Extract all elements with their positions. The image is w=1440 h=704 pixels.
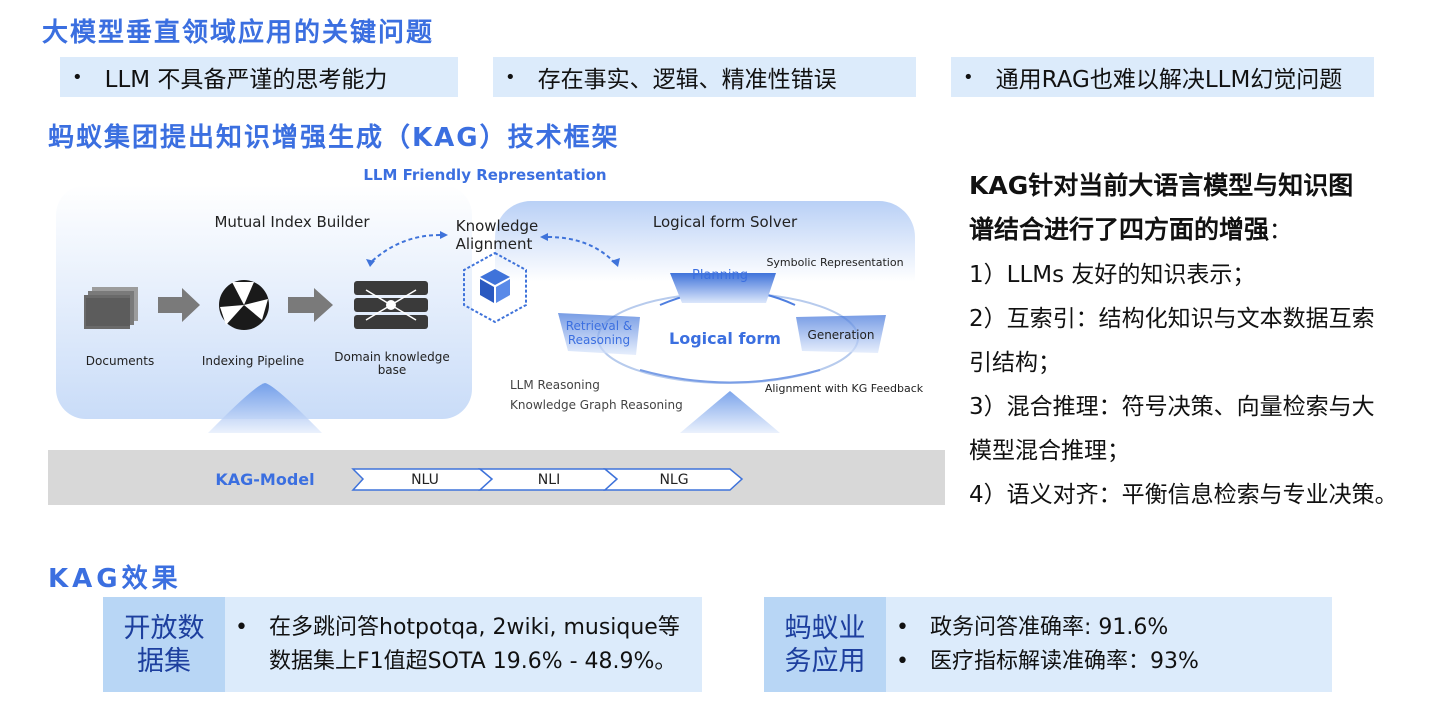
arrow-head xyxy=(366,259,375,267)
issue-text: 通用RAG也难以解决LLM幻觉问题 xyxy=(995,67,1343,93)
solver-label: Logical form Solver xyxy=(653,213,798,231)
result-text: 政务问答准确率: 91.6% xyxy=(930,615,1169,640)
kag-desc-line: 模型混合推理； xyxy=(969,438,1130,464)
arrow-head xyxy=(440,231,448,239)
result-body: • 政务问答准确率: 91.6% • 医疗指标解读准确率：93% xyxy=(886,597,1199,692)
dashed-arrow-right xyxy=(547,236,616,264)
issue-text: LLM 不具备严谨的思考能力 xyxy=(104,67,388,93)
bullet: • xyxy=(505,66,516,88)
result-label-line: 务应用 xyxy=(784,645,866,677)
logical-form-label: Logical form xyxy=(669,329,781,348)
kag-desc-line: 3）混合推理：符号决策、向量检索与大 xyxy=(969,394,1375,420)
kag-desc-heading: KAG针对当前大语言模型与知识图 xyxy=(969,171,1354,200)
result-line: • 政务问答准确率: 91.6% xyxy=(896,611,1199,645)
flow-arrow-icon xyxy=(158,288,200,322)
issue-box-2: • 存在事实、逻辑、精准性错误 xyxy=(493,57,916,97)
left-cone xyxy=(208,383,322,433)
kag-desc-heading: 谱结合进行了四方面的增强： xyxy=(969,208,1419,253)
kag-desc-colon: ： xyxy=(1269,218,1293,244)
kag-desc-heading-2: 谱结合进行了四方面的增强 xyxy=(969,215,1270,244)
mutual-index-label: Mutual Index Builder xyxy=(214,213,370,231)
documents-label: Documents xyxy=(86,354,154,368)
bullet: • xyxy=(896,649,909,674)
nlg-label: NLG xyxy=(659,472,688,488)
kag-desc-line: 4）语义对齐：平衡信息检索与专业决策。 xyxy=(969,482,1398,508)
retrieval-label: Retrieval & xyxy=(566,319,633,333)
chevron-nli: NLI xyxy=(477,468,619,491)
alignment-kg-label: Alignment with KG Feedback xyxy=(765,382,924,395)
planning-label: Planning xyxy=(692,268,748,283)
kg-reasoning-label: Knowledge Graph Reasoning xyxy=(510,398,683,412)
arrow-head xyxy=(540,233,548,241)
cube-icon xyxy=(463,251,527,324)
bullet: • xyxy=(896,615,909,640)
chevron-nlg: NLG xyxy=(602,468,744,491)
kag-framework-diagram: LLM Friendly Representation Mutual Index… xyxy=(48,166,945,505)
result-box-open-datasets: 开放数 据集 • 在多跳问答hotpotqa, 2wiki, musique等 … xyxy=(103,597,702,692)
domain-kb-label: Domain knowledge xyxy=(334,350,449,364)
indexing-pipeline-label: Indexing Pipeline xyxy=(202,354,304,368)
result-box-ant-business: 蚂蚁业 务应用 • 政务问答准确率: 91.6% • 医疗指标解读准确率：93% xyxy=(764,597,1332,692)
symbolic-rep-label: Symbolic Representation xyxy=(766,256,903,269)
kag-description: KAG针对当前大语言模型与知识图 谱结合进行了四方面的增强： 1）LLMs 友好… xyxy=(969,164,1419,517)
result-text: 数据集上F1值超SOTA 19.6% - 48.9%。 xyxy=(269,649,677,674)
generation-label: Generation xyxy=(808,328,875,342)
chevron-nlu: NLU xyxy=(351,468,494,491)
kag-desc-line: 1）LLMs 友好的知识表示； xyxy=(969,262,1256,288)
kag-model-label: KAG-Model xyxy=(215,470,314,489)
issue-box-3: • 通用RAG也难以解决LLM幻觉问题 xyxy=(951,57,1374,97)
retrieval-label: Reasoning xyxy=(568,333,630,347)
nlu-label: NLU xyxy=(411,472,439,488)
knowledge-alignment-label: Alignment xyxy=(456,235,533,253)
arrow-head xyxy=(611,258,620,267)
bullet xyxy=(235,645,269,679)
kag-desc-line: 2）互索引：结构化知识与文本数据互索 xyxy=(969,306,1375,332)
issues-heading: 大模型垂直领域应用的关键问题 xyxy=(42,18,435,48)
issue-box-1: • LLM 不具备严谨的思考能力 xyxy=(60,57,458,97)
result-label-line: 蚂蚁业 xyxy=(784,612,866,644)
result-text: 在多跳问答hotpotqa, 2wiki, musique等 xyxy=(269,615,680,640)
dashed-arrow-left xyxy=(369,234,441,264)
result-label-line: 开放数 xyxy=(123,612,205,644)
result-line: • 医疗指标解读准确率：93% xyxy=(896,645,1199,679)
result-body: • 在多跳问答hotpotqa, 2wiki, musique等 数据集上F1值… xyxy=(225,597,680,692)
llm-friendly-label: LLM Friendly Representation xyxy=(363,166,606,184)
kag-framework-heading: 蚂蚁集团提出知识增强生成（KAG）技术框架 xyxy=(48,123,620,153)
kag-effect-heading: KAG效果 xyxy=(48,564,182,594)
indexing-pipeline-icon xyxy=(219,280,269,330)
right-cone xyxy=(680,391,780,433)
bullet: • xyxy=(72,66,83,88)
bullet: • xyxy=(963,66,974,88)
knowledge-alignment-label: Knowledge xyxy=(456,217,538,235)
domain-kb-label: base xyxy=(378,363,407,377)
result-line: 数据集上F1值超SOTA 19.6% - 48.9%。 xyxy=(235,645,680,679)
planning-block xyxy=(670,273,776,303)
result-label-line: 据集 xyxy=(137,645,191,677)
result-label: 开放数 据集 xyxy=(103,597,225,692)
bullet: • xyxy=(235,615,248,640)
result-label: 蚂蚁业 务应用 xyxy=(764,597,886,692)
flow-arrow-icon xyxy=(288,288,333,322)
kag-desc-line: 引结构； xyxy=(969,350,1061,376)
retrieval-block xyxy=(558,313,640,355)
documents-icon xyxy=(84,287,138,329)
nli-label: NLI xyxy=(538,472,560,488)
llm-reasoning-label: LLM Reasoning xyxy=(510,378,600,392)
result-line: • 在多跳问答hotpotqa, 2wiki, musique等 xyxy=(235,611,680,645)
result-text: 医疗指标解读准确率：93% xyxy=(930,649,1199,674)
generation-block xyxy=(796,315,886,353)
database-icon xyxy=(354,281,428,329)
issue-text: 存在事实、逻辑、精准性错误 xyxy=(537,67,837,93)
